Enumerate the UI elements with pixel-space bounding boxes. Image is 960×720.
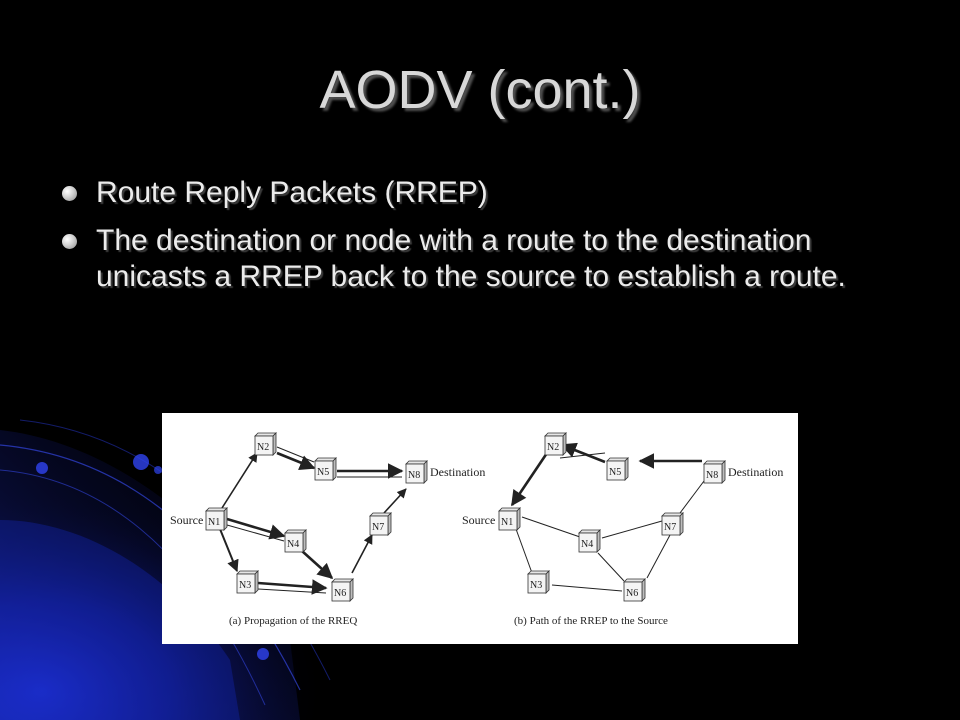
node-n8: N8 <box>703 460 726 484</box>
edge-n6-n7 <box>646 534 671 579</box>
edge-n4-n6 <box>597 552 625 582</box>
edge-n7-n8 <box>679 480 705 514</box>
node-n7: N7 <box>661 512 684 536</box>
node-label: N2 <box>257 442 269 453</box>
node-n1: N1 <box>205 507 228 531</box>
source-label: Source <box>462 513 495 527</box>
edge-n7-n8 <box>383 488 407 514</box>
edge-n3-n6 <box>257 579 328 595</box>
bullet-list: Route Reply Packets (RREP) The destinati… <box>62 175 902 307</box>
edge-n5-n2-rrep <box>560 442 606 464</box>
bullet-item: Route Reply Packets (RREP) <box>62 175 902 211</box>
node-n2: N2 <box>544 432 567 456</box>
node-label: N5 <box>317 467 329 478</box>
edge-n2-n5 <box>276 451 316 470</box>
rreq-edges <box>219 446 407 595</box>
node-label: N4 <box>581 539 593 550</box>
caption-rrep: (b) Path of the RREP to the Source <box>514 615 668 627</box>
source-label: Source <box>170 513 203 527</box>
node-n5: N5 <box>314 457 337 481</box>
node-n2: N2 <box>254 432 277 456</box>
node-label: N7 <box>664 522 676 533</box>
node-label: N8 <box>706 470 718 481</box>
node-label: N6 <box>626 588 638 599</box>
edge-n1-n4 <box>521 516 581 538</box>
edge-n2-n5-b <box>276 446 315 463</box>
node-n7: N7 <box>369 512 392 536</box>
rreq-panel: N2 N5 N8 N1 N4 N7 N3 N6 Source Destinati… <box>170 432 485 627</box>
bullet-text: Route Reply Packets (RREP) <box>96 176 488 209</box>
rrep-panel: N2 N5 N8 N1 N4 N7 N3 N6 Source Destinati… <box>462 432 783 627</box>
bullet-text: The destination or node with a route to … <box>96 224 846 293</box>
caption-rreq: (a) Propagation of the RREQ <box>229 615 357 627</box>
node-label: N7 <box>372 522 384 533</box>
node-n5: N5 <box>606 457 629 481</box>
edge-n4-n7 <box>601 520 663 539</box>
aodv-diagram: N2 N5 N8 N1 N4 N7 N3 N6 Source Destinati… <box>162 413 798 644</box>
edge-n3-n6 <box>551 584 623 592</box>
slide-title: AODV (cont.) <box>319 60 641 120</box>
edge-n2-n1-rrep <box>510 452 549 507</box>
node-label: N5 <box>609 467 621 478</box>
edge-n6-n7 <box>351 534 373 574</box>
aodv-diagram-svg: N2 N5 N8 N1 N4 N7 N3 N6 Source Destinati… <box>170 432 783 627</box>
node-label: N8 <box>408 470 420 481</box>
node-n4: N4 <box>578 529 601 553</box>
edge-n1-n4 <box>226 517 286 540</box>
node-label: N1 <box>208 517 220 528</box>
node-n3: N3 <box>527 570 550 594</box>
node-label: N3 <box>239 580 251 591</box>
node-label: N3 <box>530 580 542 591</box>
node-n4: N4 <box>284 529 307 553</box>
destination-label: Destination <box>430 465 485 479</box>
node-n8: N8 <box>405 460 428 484</box>
node-n3: N3 <box>236 570 259 594</box>
bullet-icon <box>62 186 77 201</box>
edge-n1-n4-b <box>226 524 285 542</box>
node-label: N1 <box>501 517 513 528</box>
node-n6: N6 <box>331 578 354 602</box>
edge-n4-n6 <box>301 550 334 580</box>
edge-n3-n6-b <box>257 588 327 594</box>
edge-n1-n3 <box>219 528 239 573</box>
node-label: N2 <box>547 442 559 453</box>
node-n6: N6 <box>623 578 646 602</box>
destination-label: Destination <box>728 465 783 479</box>
edge-n1-n2 <box>221 452 258 509</box>
rrep-edges <box>510 442 705 592</box>
node-label: N4 <box>287 539 299 550</box>
node-n1: N1 <box>498 507 521 531</box>
edge-n1-n3 <box>515 528 533 574</box>
bullet-item: The destination or node with a route to … <box>62 223 902 295</box>
bullet-icon <box>62 234 77 249</box>
node-label: N6 <box>334 588 346 599</box>
